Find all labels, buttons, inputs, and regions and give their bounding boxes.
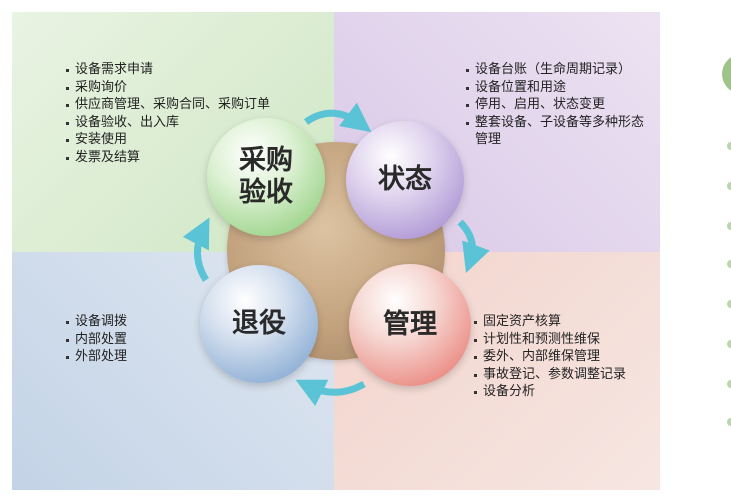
arrow-purchase-to-state xyxy=(303,102,372,133)
stage-state-label: 状态 xyxy=(378,164,432,195)
purchase-list-item: 设备需求申请 xyxy=(66,61,270,79)
side-dot xyxy=(727,418,731,426)
stage-purchase-line2: 验收 xyxy=(239,177,293,208)
purchase-list-item: 供应商管理、采购合同、采购订单 xyxy=(66,96,270,114)
side-dot xyxy=(727,260,731,268)
arrow-retire-to-purchase xyxy=(182,217,210,282)
state-list-item: 设备位置和用途 xyxy=(466,79,656,97)
side-dot xyxy=(727,380,731,388)
side-dot xyxy=(727,340,731,348)
purchase-list-item: 发票及结算 xyxy=(66,149,270,167)
manage-list-item: 计划性和预测性维保 xyxy=(474,331,626,349)
retire-list-item: 设备调拨 xyxy=(66,313,127,331)
stage-manage-bubble: 管理 xyxy=(349,264,471,386)
purchase-list: 设备需求申请 采购询价 供应商管理、采购合同、采购订单 设备验收、出入库 安装使… xyxy=(66,61,270,166)
stage-purchase-bubble: 采购验收 xyxy=(207,118,325,236)
side-dot xyxy=(727,222,731,230)
stage-manage-label: 管理 xyxy=(383,309,437,340)
stage-retire-bubble: 退役 xyxy=(200,265,318,383)
stage-purchase-line1: 采购 xyxy=(239,145,293,176)
manage-list-item: 设备分析 xyxy=(474,383,626,401)
state-list-item: 停用、启用、状态变更 xyxy=(466,96,656,114)
purchase-list-item: 采购询价 xyxy=(66,79,270,97)
arrow-state-to-manage xyxy=(457,219,490,274)
purchase-list-item: 设备验收、出入库 xyxy=(66,114,270,132)
state-list: 设备台账（生命周期记录） 设备位置和用途 停用、启用、状态变更 整套设备、子设备… xyxy=(466,61,656,149)
side-decoration-circle xyxy=(722,54,731,94)
manage-list: 固定资产核算 计划性和预测性维保 委外、内部维保管理 事故登记、参数调整记录 设… xyxy=(474,313,626,401)
manage-list-item: 固定资产核算 xyxy=(474,313,626,331)
side-dot xyxy=(727,142,731,150)
manage-list-item: 事故登记、参数调整记录 xyxy=(474,366,626,384)
stage-retire-label: 退役 xyxy=(232,308,286,339)
manage-list-item: 委外、内部维保管理 xyxy=(474,348,626,366)
state-list-item: 整套设备、子设备等多种形态管理 xyxy=(466,114,656,149)
purchase-list-item: 安装使用 xyxy=(66,131,270,149)
retire-list-item: 外部处理 xyxy=(66,348,127,366)
stage-state-bubble: 状态 xyxy=(346,121,464,239)
retire-list: 设备调拨 内部处置 外部处理 xyxy=(66,313,127,366)
side-dot xyxy=(727,182,731,190)
side-dot xyxy=(727,300,731,308)
arrow-manage-to-retire xyxy=(295,379,366,407)
state-list-item: 设备台账（生命周期记录） xyxy=(466,61,656,79)
retire-list-item: 内部处置 xyxy=(66,331,127,349)
